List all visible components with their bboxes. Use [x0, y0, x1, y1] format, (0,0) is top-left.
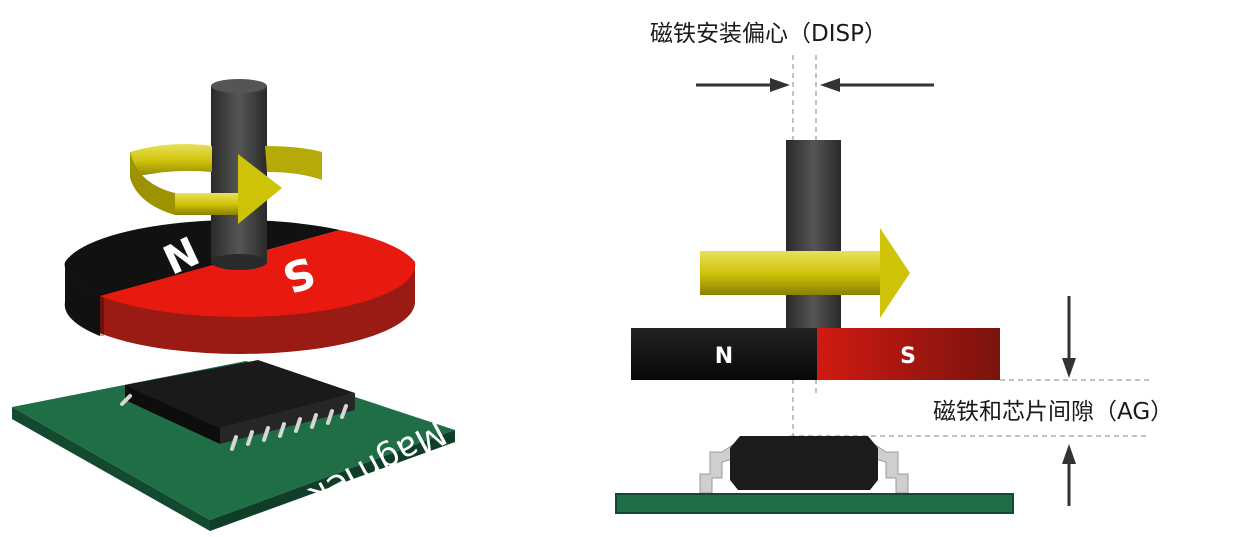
section-shaft — [786, 140, 841, 330]
section-magnet: N S — [631, 328, 1000, 380]
section-pole-north: N — [715, 344, 733, 369]
air-gap-label: 磁铁和芯片间隙（AG） — [933, 399, 1174, 425]
section-illustration: N S — [615, 55, 1150, 514]
disp-arrows — [696, 78, 934, 92]
section-chip — [699, 436, 909, 494]
section-rotation-arrow-icon — [700, 228, 910, 318]
iso-illustration: MagnTek N S — [12, 79, 455, 531]
rotation-arrow-icon — [130, 144, 322, 224]
guide-lines — [790, 55, 1150, 438]
displacement-label: 磁铁安装偏心（DISP） — [650, 21, 887, 47]
chip-icon — [120, 360, 355, 451]
iso-magnet: N S — [64, 219, 416, 354]
ag-arrows — [1062, 296, 1076, 506]
section-pole-south: S — [900, 344, 916, 369]
section-pcb — [615, 493, 1014, 514]
